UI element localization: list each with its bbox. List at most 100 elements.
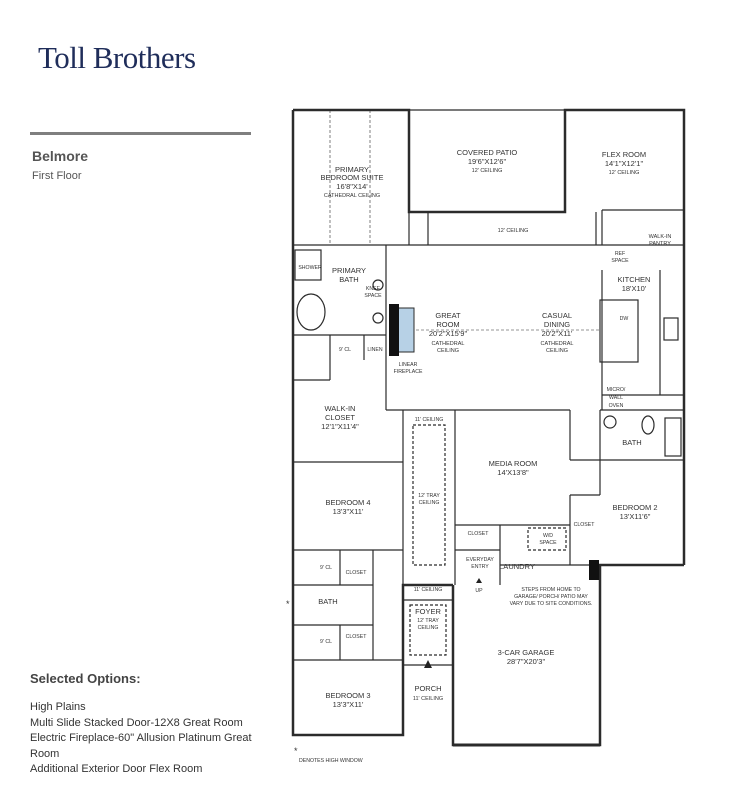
media-room-dims: 14'X13'8" (497, 468, 529, 477)
bathtub (664, 417, 682, 457)
sink (372, 279, 384, 291)
primary-bath-name: PRIMARY (332, 266, 366, 275)
everyday-entry-label: EVERYDAY (466, 557, 494, 563)
ref-space-label: REF (615, 251, 625, 257)
micro-oven-label: OVEN (609, 403, 624, 409)
primary-bedroom-dims: 16'8"X14' (336, 182, 368, 191)
flex-room-dims: 14'1"X12'1" (605, 159, 644, 168)
linear-fireplace-label: LINEAR (399, 362, 418, 368)
casual-dining-name: CASUAL (542, 311, 572, 320)
tray-ceiling-label: CEILING (419, 500, 440, 506)
knee-space-label: KNEE (366, 286, 381, 292)
bedroom3-closet-label: CLOSET (346, 634, 368, 640)
kitchen-island (599, 299, 639, 363)
walkin-pantry-label: PANTRY (649, 241, 671, 247)
selected-options-list: High Plains Multi Slide Stacked Door-12X… (30, 700, 265, 778)
wd-space-label: SPACE (539, 540, 557, 546)
option-item: High Plains (30, 701, 86, 713)
dishwasher-label: DW (620, 316, 629, 322)
bedroom3-name: BEDROOM 3 (325, 691, 370, 700)
laundry-label: LAUNDRY (499, 562, 535, 571)
great-room-dims: 20'2"X15'9" (429, 329, 468, 338)
bedroom4-closet-label: CLOSET (346, 570, 368, 576)
porch-name: PORCH (414, 684, 441, 693)
porch-ceiling-label: 11' CEILING (413, 696, 443, 702)
media-room-name: MEDIA ROOM (489, 459, 538, 468)
cooktop (663, 317, 679, 341)
flex-room-name: FLEX ROOM (602, 150, 646, 159)
wd-space (527, 527, 567, 551)
front-entry-arrow-icon (424, 660, 432, 668)
high-window-legend: DENOTES HIGH WINDOW (299, 758, 363, 764)
garage-name: 3-CAR GARAGE (498, 648, 555, 657)
outer-wall (291, 110, 453, 737)
title-divider (30, 132, 251, 135)
steps-note: VARY DUE TO SITE CONDITIONS. (510, 601, 593, 607)
floor-label: First Floor (32, 170, 82, 182)
gallery-ceiling: 12' CEILING (498, 228, 529, 234)
bedroom4-dims: 13'3"X11' (333, 507, 364, 516)
option-item: Multi Slide Stacked Door-12X8 Great Room (30, 716, 243, 729)
steps-note: GARAGE/ PORCH/ PATIO MAY (514, 594, 588, 600)
walkin-closet-name: WALK-IN (325, 404, 356, 413)
sink (372, 312, 384, 324)
floor-plan-walls (291, 108, 686, 747)
high-window-legend-mark: * (294, 746, 298, 756)
ref-space-label: SPACE (611, 258, 629, 264)
corridor-ceiling-label: 11' CEILING (415, 417, 444, 423)
foyer-ceiling-label: 11' CEILING (414, 587, 443, 593)
walkin-closet-name: CLOSET (325, 413, 355, 422)
covered-patio-ceiling: 12' CEILING (472, 168, 503, 174)
bedroom2-name: BEDROOM 2 (612, 503, 657, 512)
foyer-ceiling-label: CEILING (418, 625, 439, 631)
stairs-up-label: UP (475, 588, 483, 594)
bedroom4-closet-cl-label: 9' CL (320, 565, 332, 571)
sink (603, 415, 617, 429)
micro-oven-label: WALL (609, 395, 623, 401)
primary-closet-label: 9' CL (339, 347, 351, 353)
great-room-name: ROOM (436, 320, 459, 329)
option-item: Electric Fireplace-60" Allusion Platinum… (30, 732, 252, 760)
casual-dining-name: DINING (544, 320, 570, 329)
bedroom2-dims: 13'X11'6" (620, 512, 651, 521)
primary-bedroom-name: PRIMARY (335, 165, 369, 174)
great-room-name: GREAT (435, 311, 461, 320)
kitchen-dims: 18'X10' (622, 284, 647, 293)
casual-dining-dims: 20'2"X11' (542, 329, 573, 338)
plan-name: Belmore (32, 148, 89, 164)
casual-dining-ceiling: CEILING (546, 348, 568, 354)
linen-label: LINEN (367, 347, 383, 353)
wd-space-label: W/D (543, 533, 553, 539)
toll-brothers-logo[interactable]: Toll Brothers (38, 40, 196, 75)
bath-right-label: BATH (622, 438, 641, 447)
kitchen-name: KITCHEN (618, 275, 651, 284)
flex-room-ceiling: 12' CEILING (609, 170, 640, 176)
bedroom3-closet-cl-label: 9' CL (320, 639, 332, 645)
everyday-entry-label: ENTRY (471, 564, 489, 570)
tray-ceiling-outline (412, 424, 446, 566)
bedroom2-closet-label: CLOSET (574, 522, 596, 528)
primary-bedroom-ceiling: CATHEDRAL CEILING (324, 193, 380, 199)
casual-dining-ceiling: CATHEDRAL (541, 341, 574, 347)
great-room-ceiling: CATHEDRAL (432, 341, 465, 347)
toilet (641, 415, 655, 435)
high-window-mark: * (286, 599, 290, 609)
covered-patio-name: COVERED PATIO (457, 148, 518, 157)
walkin-pantry-label: WALK-IN (649, 234, 672, 240)
steps-note: STEPS FROM HOME TO (521, 587, 580, 593)
fireplace (397, 307, 415, 353)
up-arrow-icon (476, 578, 482, 583)
knee-space-label: SPACE (364, 293, 382, 299)
primary-bath-name: BATH (339, 275, 358, 284)
shower-label: SHOWER (298, 265, 322, 271)
covered-patio-dims: 19'6"X12'6" (468, 157, 507, 166)
mud-closet-label: CLOSET (468, 531, 490, 537)
micro-oven-label: MICRO/ (607, 387, 626, 393)
wall-posts (389, 304, 599, 580)
bathtub (296, 293, 326, 331)
linear-fireplace-label: FIREPLACE (394, 369, 423, 375)
primary-bedroom-name: BEDROOM SUITE (321, 173, 384, 182)
walkin-closet-dims: 12'1"X11'4" (321, 422, 359, 431)
shower (294, 249, 322, 281)
